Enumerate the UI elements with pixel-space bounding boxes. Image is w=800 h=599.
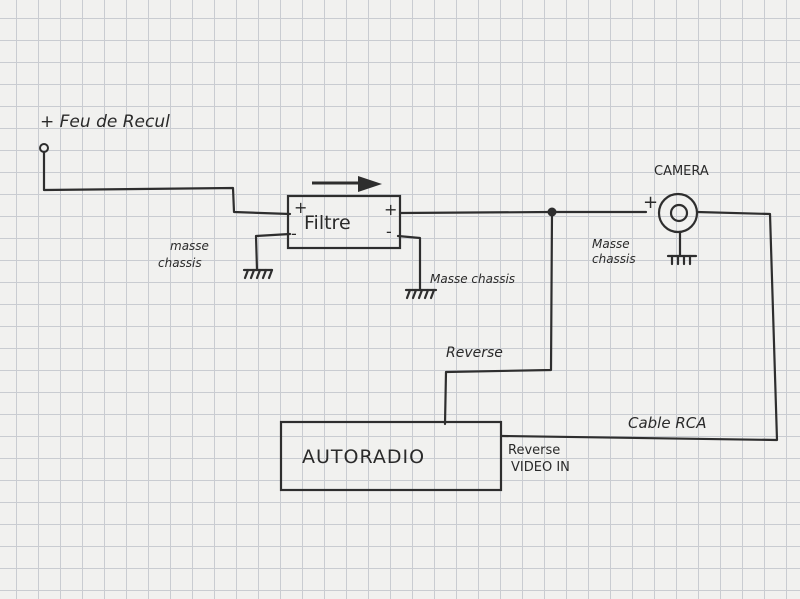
wire-filtre-ground-right: [396, 234, 422, 292]
ground-symbol-camera: [666, 254, 698, 266]
label-filtre-minus-in: -: [291, 224, 297, 243]
ground-symbol-left: [242, 268, 274, 280]
label-masse-chassis-right-2: chassis: [592, 252, 636, 266]
label-camera: CAMERA: [654, 164, 709, 179]
filtre-box: [286, 194, 402, 250]
label-camera-plus: +: [643, 192, 659, 213]
label-filtre-plus-out: +: [384, 200, 398, 219]
camera-outer: [657, 192, 699, 234]
label-reverse-video-in-1: Reverse: [508, 443, 561, 458]
wire-feu-to-filtre: [42, 150, 292, 216]
label-masse-chassis-mid: Masse chassis: [430, 272, 516, 286]
label-filtre-minus-out: -: [386, 222, 392, 241]
label-filtre-plus-in: +: [294, 198, 308, 217]
label-cable-rca: Cable RCA: [628, 414, 707, 432]
label-reverse: Reverse: [446, 345, 503, 361]
autoradio-box: [279, 420, 503, 492]
label-feu-de-recul: + Feu de Recul: [40, 112, 170, 132]
feu-de-recul-terminal: [39, 143, 49, 153]
label-reverse-video-in-2: VIDEO IN: [511, 460, 570, 475]
label-filtre: Filtre: [304, 212, 351, 234]
camera-lens-icon: [669, 203, 689, 223]
label-autoradio: AUTORADIO: [302, 446, 426, 468]
label-masse-chassis-right-1: Masse: [592, 237, 630, 251]
label-masse-chassis-left-2: chassis: [158, 256, 202, 270]
wire-filtre-ground-left: [254, 232, 292, 272]
direction-arrow-head: [358, 176, 382, 192]
wire-reverse: [443, 210, 554, 426]
ground-symbol-mid: [404, 288, 438, 300]
wire-filtre-to-camera: [398, 210, 648, 215]
label-masse-chassis-left-1: masse: [170, 239, 209, 253]
wire-cable-rca: [500, 210, 779, 442]
